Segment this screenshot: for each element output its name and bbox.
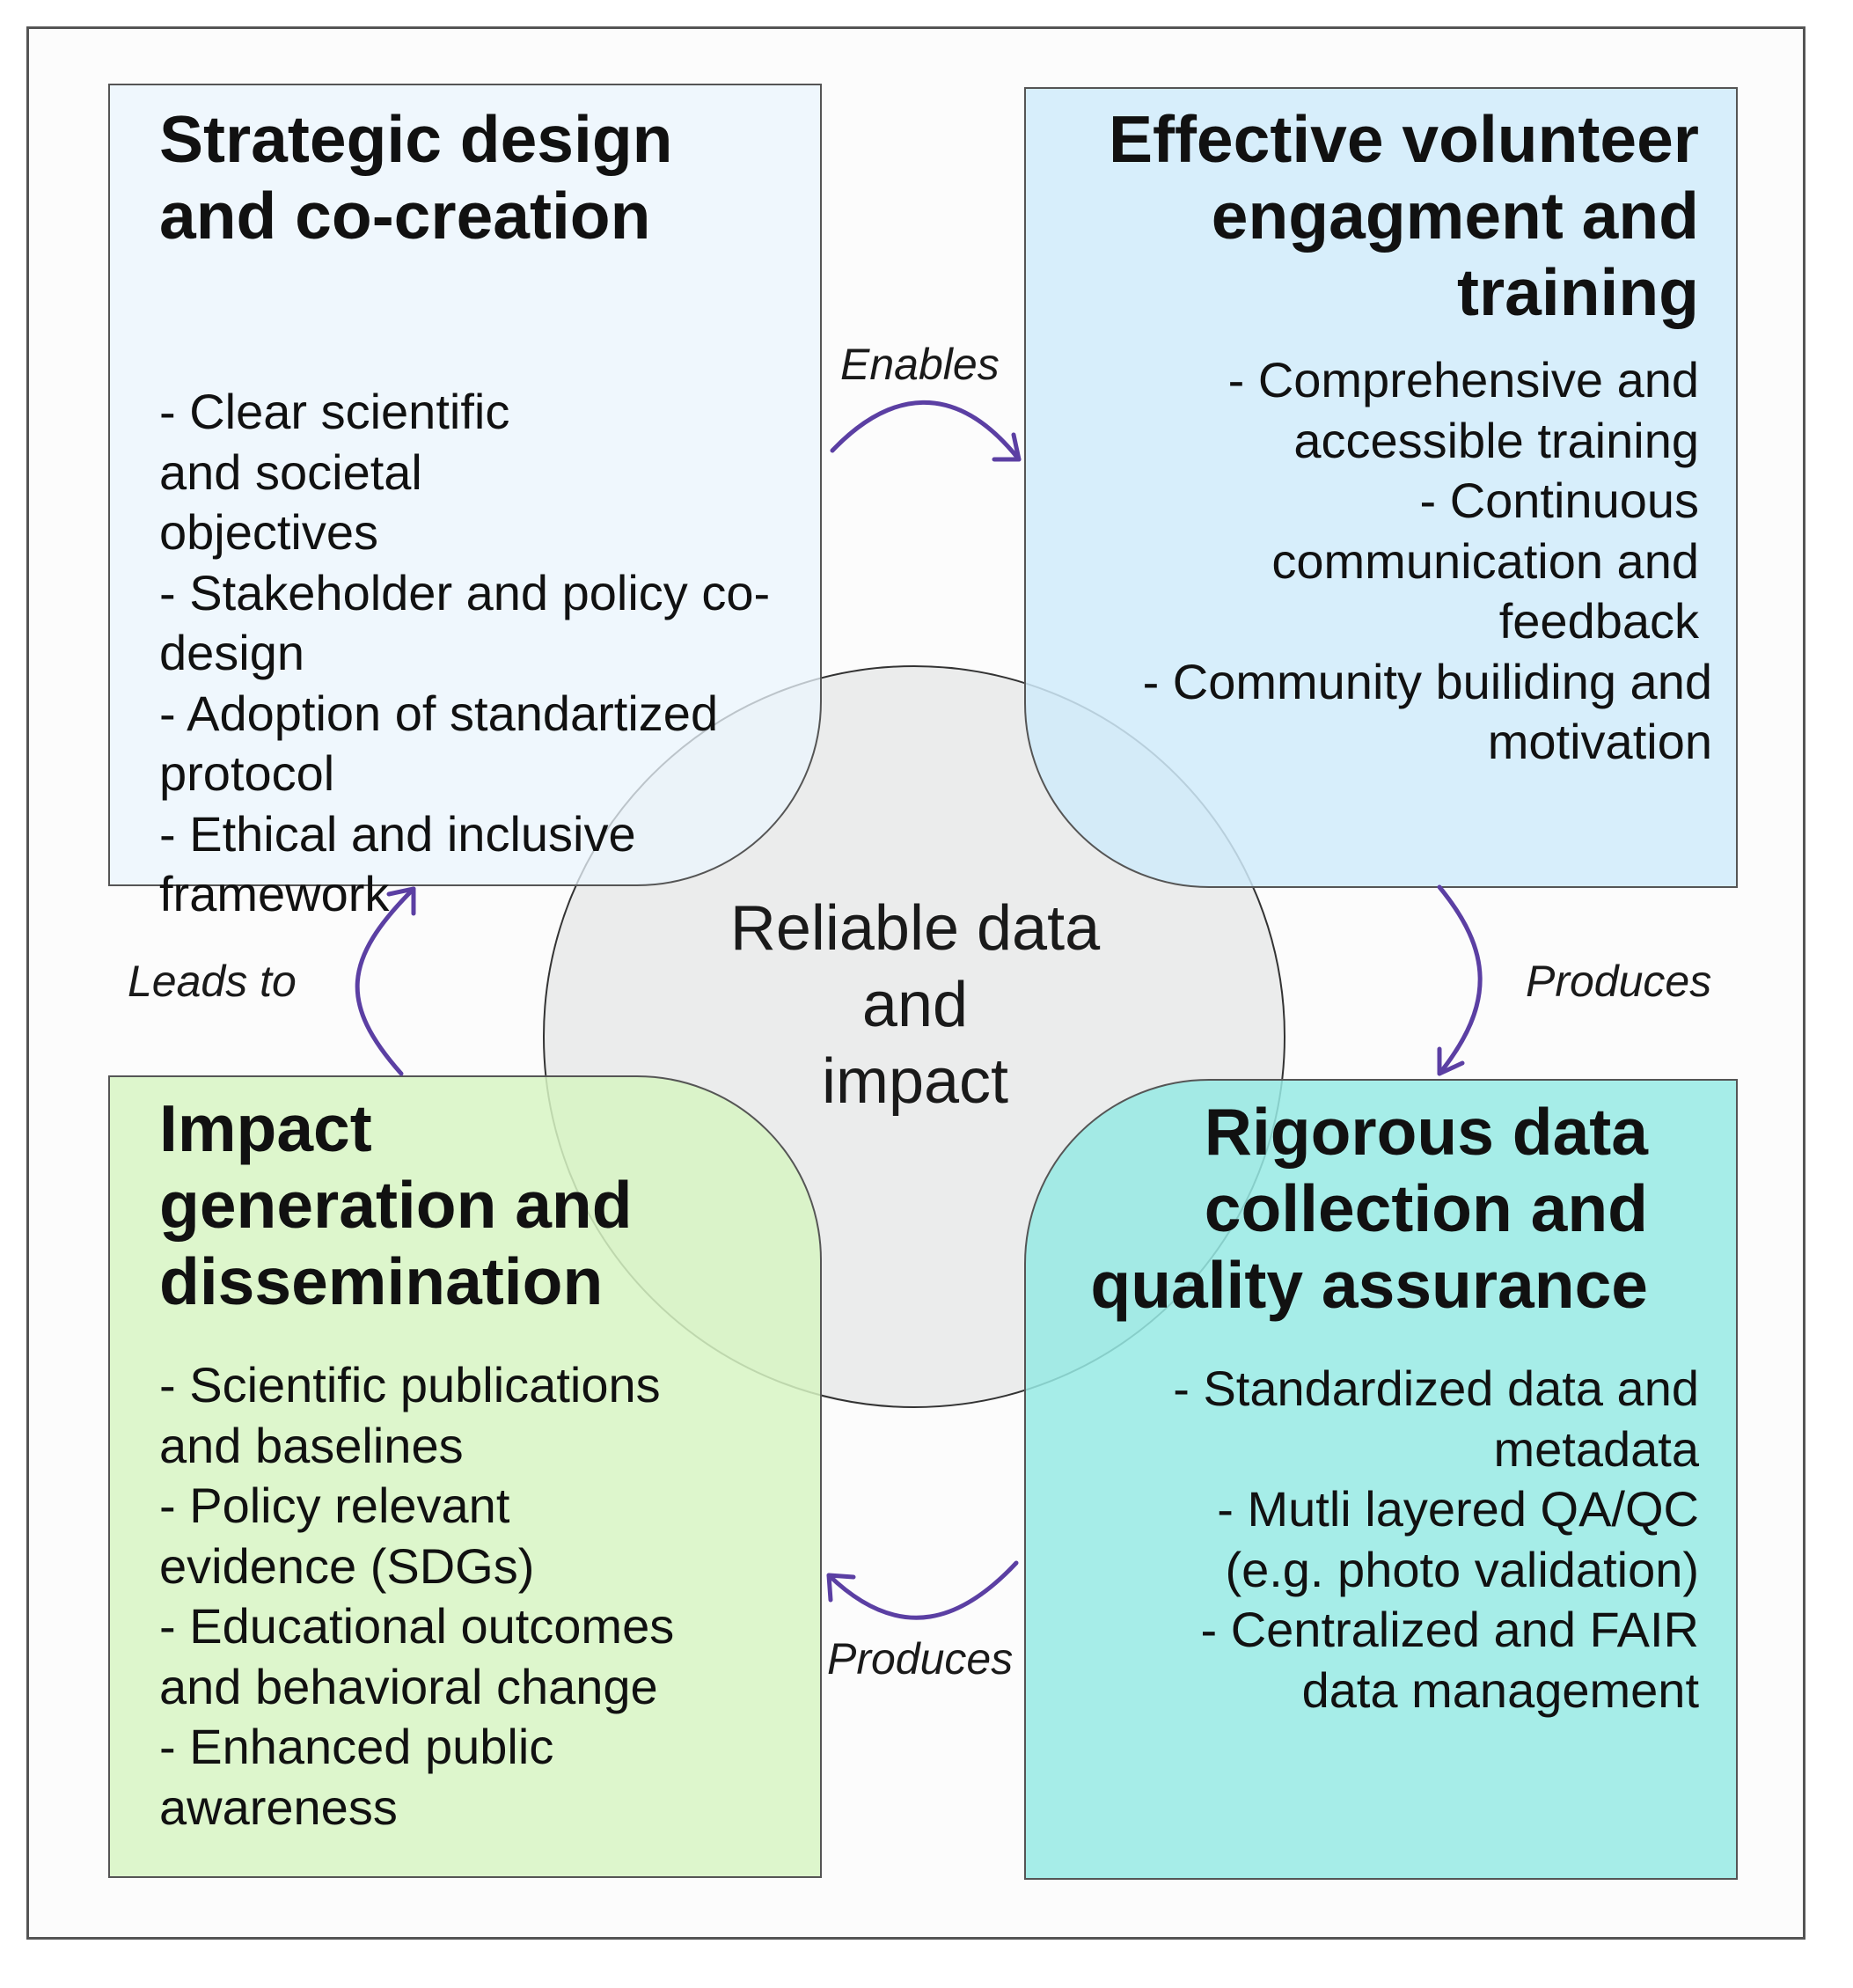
box-impact-generation: Impact generation and dissemination Scie… (108, 1075, 822, 1878)
list-item: Ethical and inclusive framework (159, 804, 705, 925)
list-item: Policy relevant evidence (SDGs) (159, 1476, 652, 1596)
bullet-list: Standardized data and metadata Mutli lay… (1061, 1359, 1699, 1720)
title-line: Rigorous data (1204, 1095, 1648, 1169)
list-item: Comprehensive and accessible training (1171, 350, 1699, 471)
produces-right-arrow (1437, 884, 1483, 1076)
enables-label: Enables (840, 340, 1000, 389)
title-line: collection and (1204, 1171, 1648, 1245)
box-rigorous-data: Rigorous data collection and quality ass… (1024, 1079, 1738, 1880)
produces-right-label: Produces (1526, 957, 1712, 1006)
center-label: Reliable data and impact (695, 891, 1135, 1120)
list-item: Centralized and FAIR data management (1136, 1600, 1699, 1720)
leads-to-arrow (355, 886, 416, 1076)
title-line: quality assurance (1090, 1248, 1648, 1322)
box-title: Effective volunteer engagment and traini… (1061, 101, 1699, 331)
title-line: generation and (159, 1168, 633, 1242)
title-line: Strategic design (159, 102, 673, 176)
leads-to-arrowhead (386, 886, 416, 916)
bullet-list: Scientific publications and baselines Po… (159, 1355, 785, 1838)
list-item: Clear scientific and societal objectives (159, 382, 546, 563)
leads-to-label: Leads to (128, 957, 297, 1006)
produces-bottom-arrowhead (826, 1573, 856, 1603)
title-line: dissemination (159, 1244, 604, 1318)
list-item: Scientific publications and baselines (159, 1355, 722, 1476)
title-line: training (1457, 255, 1699, 329)
produces-bottom-label: Produces (827, 1634, 1014, 1684)
enables-arrowhead (992, 432, 1022, 462)
list-item: Stakeholder and policy co-design (159, 563, 775, 684)
center-label-line: Reliable data (729, 893, 1101, 964)
center-label-line: and (861, 970, 969, 1040)
box-title: Impact generation and dissemination (159, 1090, 785, 1320)
bullet-list: Clear scientific and societal objectives… (159, 382, 785, 925)
title-line: engagment and (1211, 179, 1699, 253)
produces-right-arrowhead (1437, 1046, 1465, 1076)
enables-arrow (830, 400, 1022, 462)
list-item: Standardized data and metadata (1118, 1359, 1699, 1479)
box-volunteer-engagement: Effective volunteer engagment and traini… (1024, 87, 1738, 888)
list-item: Continuous communication and feedback (1206, 471, 1699, 652)
title-line: and co-creation (159, 179, 651, 253)
bullet-list: Comprehensive and accessible training Co… (1061, 350, 1712, 773)
title-line: Effective volunteer (1108, 102, 1699, 176)
list-item: Enhanced public awareness (159, 1717, 652, 1838)
title-line: Impact (159, 1091, 372, 1165)
list-item: Mutli layered QA/QC (e.g. photo validati… (1154, 1479, 1699, 1600)
box-strategic-design: Strategic design and co-creation Clear s… (108, 84, 822, 921)
box-title: Rigorous data collection and quality ass… (1061, 1094, 1648, 1324)
list-item: Educational outcomes and behavioral chan… (159, 1596, 740, 1717)
box-title: Strategic design and co-creation (159, 101, 785, 254)
list-item: Adoption of standartized protocol (159, 684, 793, 804)
center-label-line: impact (821, 1046, 1009, 1117)
list-item: Community builiding and motivation (1061, 652, 1712, 773)
produces-bottom-arrow (826, 1560, 1019, 1620)
